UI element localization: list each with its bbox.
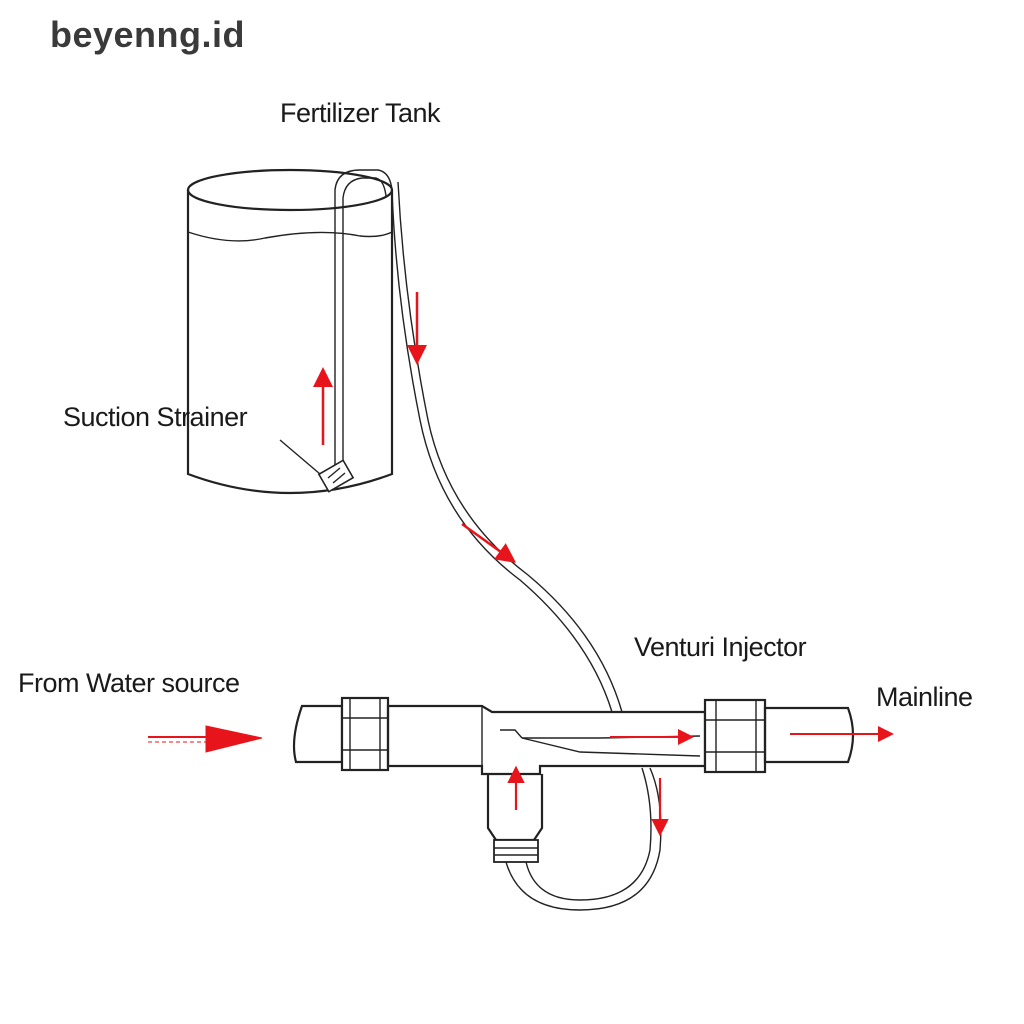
fertilizer-tank-label: Fertilizer Tank [280, 98, 441, 128]
suction-tube [334, 169, 393, 470]
water-source-label: From Water source [18, 668, 240, 698]
suction-strainer-label: Suction Strainer [63, 402, 248, 432]
mainline-label: Mainline [876, 682, 973, 712]
fertilizer-tank [186, 168, 394, 495]
suction-hose [391, 181, 623, 713]
flow-arrows [148, 292, 894, 837]
venturi-injector-label: Venturi Injector [634, 632, 807, 662]
suction-strainer [279, 439, 355, 493]
venturi-injector [292, 696, 855, 863]
watermark: beyenng.id [50, 14, 246, 55]
